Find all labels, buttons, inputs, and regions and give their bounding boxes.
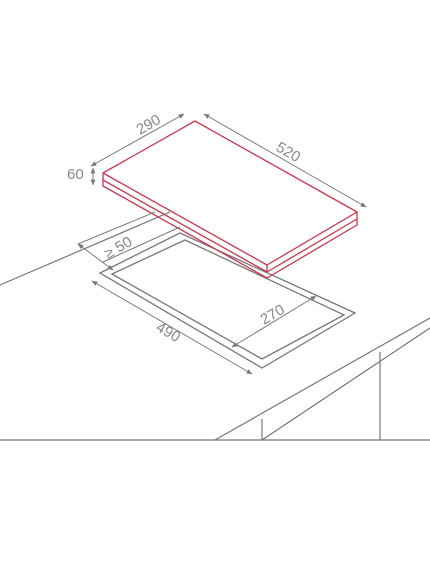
label-width: 520 <box>273 139 303 166</box>
dim-clearance-ext-back <box>77 211 156 245</box>
countertop-back-edge <box>0 211 171 286</box>
dim-clearance-50 <box>77 243 114 271</box>
label-cutout-width: 490 <box>153 319 183 346</box>
dim-width-520 <box>203 113 367 208</box>
hob-glass-edge <box>102 180 358 279</box>
dim-cutout-depth-270 <box>231 295 317 348</box>
dim-cutout-width-490 <box>91 280 253 375</box>
label-cutout-depth: 270 <box>258 301 288 328</box>
countertop-right-edge <box>214 317 430 441</box>
countertop-right-edge-inner <box>261 327 430 441</box>
label-height: 60 <box>67 166 84 183</box>
hob <box>102 120 358 279</box>
label-depth: 290 <box>134 111 164 138</box>
dimension-lines <box>77 113 367 375</box>
dim-depth-290 <box>90 113 185 167</box>
cutout <box>98 232 357 369</box>
dim-clearance-ext-front <box>102 226 181 263</box>
hob-top-surface <box>102 120 358 266</box>
cutout-outer <box>98 232 357 369</box>
cutout-inner <box>110 239 346 360</box>
countertop <box>0 211 430 441</box>
